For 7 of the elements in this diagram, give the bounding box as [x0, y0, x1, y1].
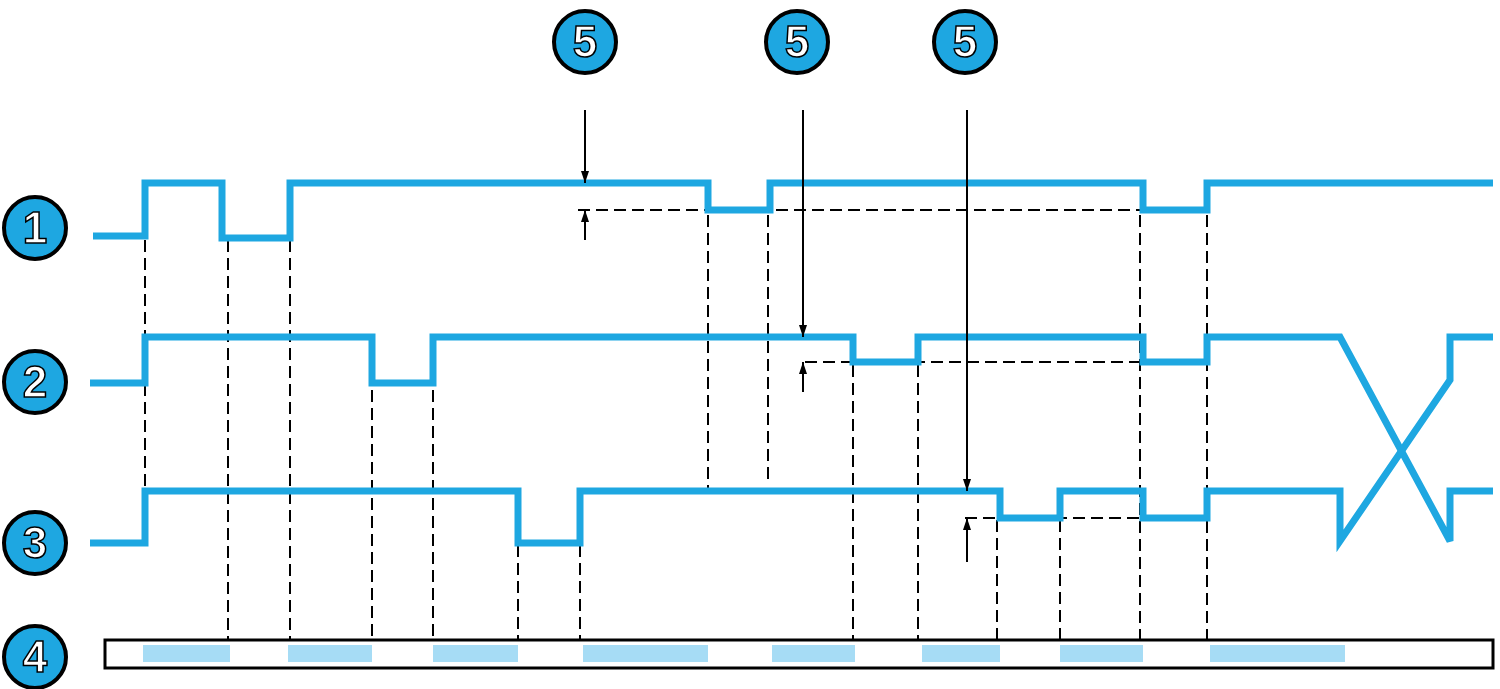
callout-number: 4 [2, 624, 68, 689]
callout-number: 5 [932, 9, 998, 75]
callout-number: 1 [2, 195, 68, 261]
callout-number: 3 [2, 510, 68, 576]
callout-number: 5 [764, 9, 830, 75]
callout-number: 5 [552, 9, 618, 75]
callout-number: 2 [2, 349, 68, 415]
